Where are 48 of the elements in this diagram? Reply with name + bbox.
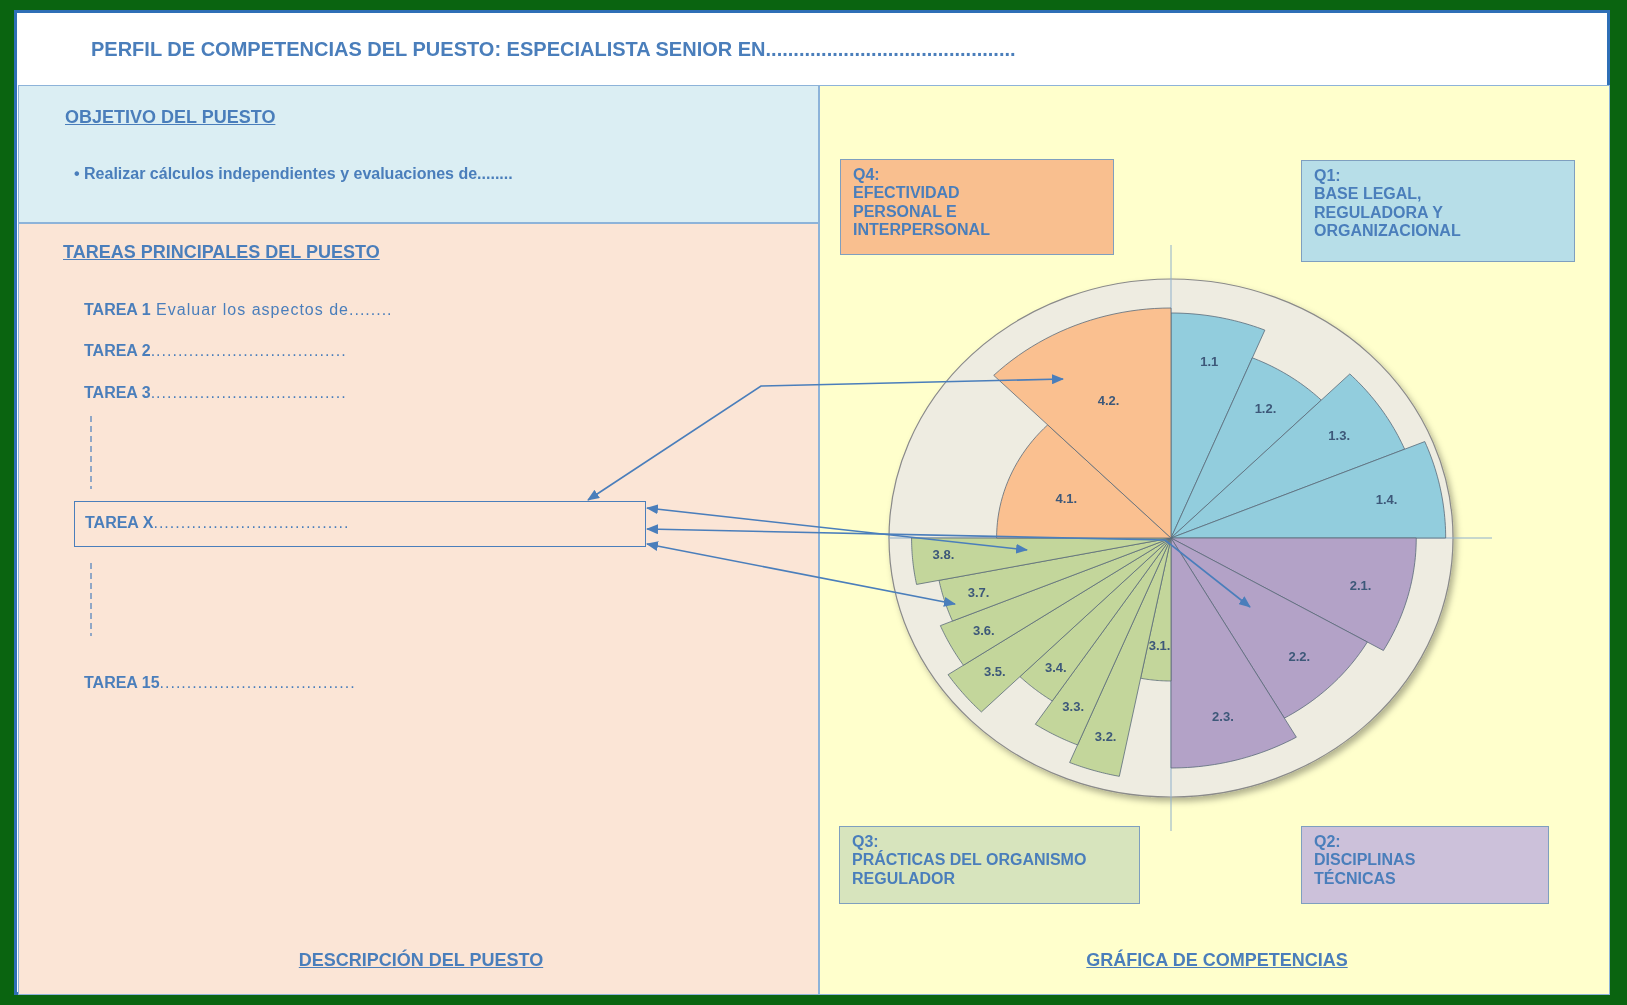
segment-label: 3.1. — [1148, 637, 1171, 653]
segment-label: 2.2. — [1288, 648, 1311, 664]
category-box — [839, 826, 1140, 904]
segment-label: 1.2. — [1254, 400, 1277, 416]
section-heading: OBJETIVO DEL PUESTO — [65, 107, 276, 128]
segment-label: 3.6. — [973, 622, 995, 638]
segment-label: 4.1. — [1055, 490, 1078, 506]
category-box — [1301, 160, 1575, 262]
segment-label: 2.3. — [1212, 708, 1234, 724]
category-code: Q1: — [1314, 167, 1341, 186]
category-box — [840, 159, 1114, 255]
task-text: TAREA 1 Evaluar los aspectos de........ — [84, 301, 393, 319]
segment-label: 3.2. — [1094, 728, 1117, 744]
segment-label: 1.1 — [1200, 353, 1219, 369]
section-heading: TAREAS PRINCIPALES DEL PUESTO — [63, 242, 380, 263]
category-title: BASE LEGAL, REGULADORA Y ORGANIZACIONAL — [1314, 185, 1462, 241]
category-code: Q2: — [1314, 833, 1341, 852]
task-text: TAREA 3.................................... — [84, 384, 347, 402]
segment-label: 3.3. — [1062, 698, 1084, 714]
section-caption: GRÁFICA DE COMPETENCIAS — [1086, 950, 1348, 971]
task-text: TAREA 2.................................... — [84, 342, 347, 360]
category-title: EFECTIVIDAD PERSONAL E INTERPERSONAL — [853, 184, 991, 240]
category-title: DISCIPLINAS TÉCNICAS — [1314, 851, 1417, 889]
segment-label: 3.7. — [967, 584, 990, 600]
segment-label: 1.3. — [1328, 427, 1351, 443]
category-code: Q4: — [853, 166, 880, 185]
task-text: TAREA 15.................................... — [84, 674, 356, 692]
chart-panel — [819, 85, 1610, 995]
arrow — [646, 524, 1251, 608]
category-title: PRÁCTICAS DEL ORGANISMO REGULADOR — [852, 851, 1088, 889]
segment-label: 3.4. — [1044, 659, 1067, 675]
objective-text: • Realizar cálculos independientes y evaluaciones de........ — [74, 165, 513, 183]
tasks-panel — [18, 223, 819, 995]
arrow — [646, 504, 1028, 554]
segment-label: 1.4. — [1375, 491, 1398, 507]
segment-label: 3.8. — [932, 546, 955, 562]
task-box — [74, 501, 646, 547]
arrow — [646, 541, 956, 607]
task-text: TAREA X.................................... — [85, 514, 350, 532]
category-code: Q3: — [852, 833, 879, 852]
segment-label: 2.1. — [1349, 577, 1372, 593]
category-box — [1301, 826, 1549, 904]
page-title: PERFIL DE COMPETENCIAS DEL PUESTO: ESPECIALISTA SENIOR EN............................................. — [91, 38, 1016, 61]
segment-label: 3.5. — [983, 663, 1006, 679]
segment-label: 4.2. — [1097, 392, 1120, 408]
arrow — [587, 374, 1064, 501]
objective-panel — [18, 85, 819, 223]
section-caption: DESCRIPCIÓN DEL PUESTO — [298, 950, 544, 971]
